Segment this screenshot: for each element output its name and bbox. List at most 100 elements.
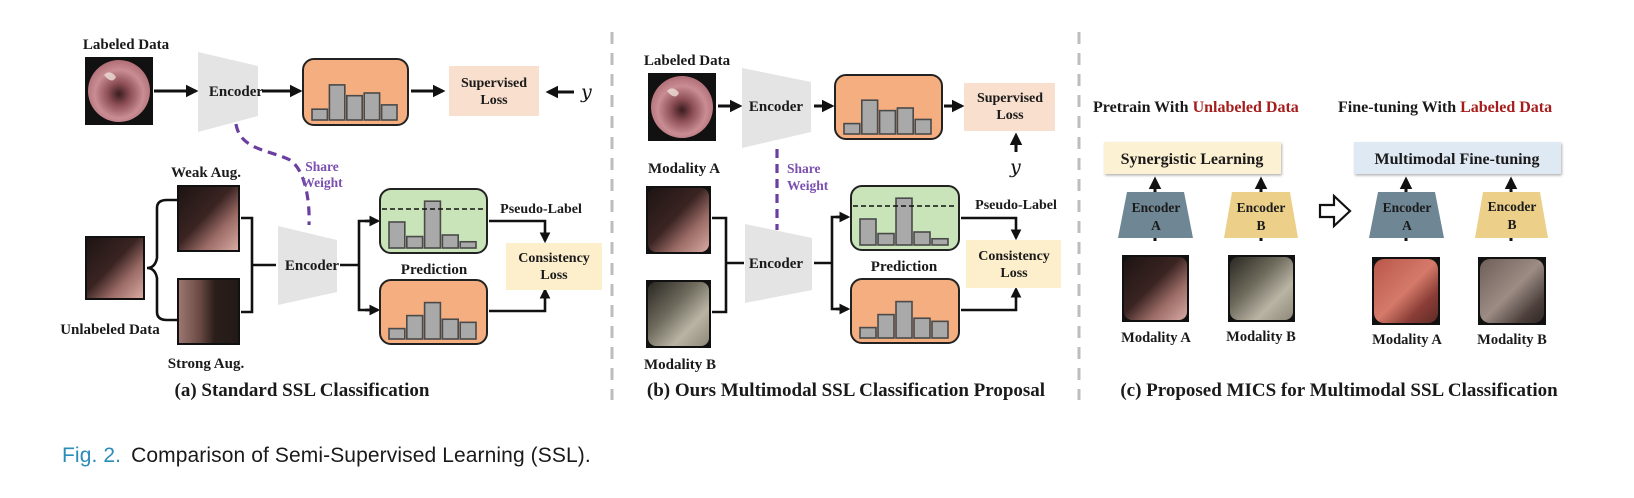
encoder-a-label: Encoder — [1132, 200, 1181, 215]
panel-b-caption: (b) Ours Multimodal SSL Classification P… — [647, 380, 1045, 401]
panel-c-caption: (c) Proposed MICS for Multimodal SSL Cla… — [1120, 380, 1558, 401]
finetune-highlight: Labeled Data — [1460, 99, 1552, 116]
supervised-loss-box — [449, 66, 539, 116]
prediction-label: Prediction — [401, 262, 468, 278]
multimodal-finetuning-label: Multimodal Fine-tuning — [1375, 151, 1540, 168]
modality-b-image — [648, 282, 709, 346]
histogram-bar — [441, 318, 459, 340]
strong-aug-label: Strong Aug. — [168, 356, 245, 372]
histogram-bar — [423, 200, 442, 249]
share-weight-label-2: Weight — [301, 175, 343, 190]
labeled-data-label: Labeled Data — [644, 53, 731, 69]
histogram-bar — [877, 313, 895, 339]
pseudo-label-histogram — [853, 197, 957, 246]
encoder-b-label: Encoder — [1488, 199, 1537, 214]
modality-b-image — [1230, 257, 1293, 320]
panel-a: Labeled Data Encoder Supervised Loss y S… — [60, 37, 602, 401]
consistency-loss-label-1: Consistency — [518, 251, 590, 266]
supervised-loss-box — [964, 83, 1055, 131]
share-weight-label-1: Share — [305, 159, 339, 174]
prediction-histogram — [388, 301, 477, 340]
supervised-loss-label-1: Supervised — [461, 76, 527, 91]
target-y-label: y — [580, 81, 592, 103]
histogram-bar — [895, 197, 913, 246]
encoder-top-label: Encoder — [209, 84, 264, 100]
encoder-top-shape — [198, 52, 258, 132]
modality-b-label: Modality B — [644, 357, 716, 373]
arrow-pred-to-consistency — [489, 287, 551, 313]
histogram-bar — [363, 92, 381, 121]
encoder-bottom-shape — [745, 224, 812, 303]
figure-caption-text: Comparison of Semi-Supervised Learning (… — [131, 444, 591, 467]
histogram-bar — [311, 108, 329, 121]
histogram-bar — [388, 327, 406, 340]
histogram-bar — [405, 314, 424, 340]
encoder-a-label: Encoder — [1383, 200, 1432, 215]
supervised-output-histogram — [311, 84, 398, 121]
finetune-prefix: Fine-tuning With — [1338, 99, 1460, 116]
modality-a-label: Modality A — [1121, 330, 1191, 346]
modality-a-image — [1124, 257, 1187, 320]
modality-b-image — [1480, 259, 1544, 323]
modality-b-label: Modality B — [1226, 329, 1296, 345]
encoder-top-label: Encoder — [749, 99, 804, 115]
encoder-bottom-label: Encoder — [749, 256, 804, 272]
histogram-bar — [877, 232, 895, 246]
histogram-bar — [843, 122, 861, 135]
figure-number: Fig. 2. — [62, 444, 122, 467]
histogram-bar — [459, 240, 477, 249]
encoder-split-lines — [340, 219, 372, 312]
modality-merge-lines — [712, 216, 744, 314]
histogram-bar — [388, 221, 406, 249]
encoder-b-letter: B — [1507, 217, 1516, 232]
histogram-bar — [859, 218, 877, 246]
labeled-endoscopy-image — [651, 76, 713, 138]
labeled-endoscopy-image — [88, 60, 150, 122]
histogram-bar — [405, 235, 424, 249]
arrow-pred-to-consistency — [961, 286, 1022, 312]
weak-aug-image — [179, 187, 238, 250]
consistency-loss-box — [966, 240, 1061, 288]
prediction-label: Prediction — [871, 259, 938, 275]
modality-a-label: Modality A — [1372, 332, 1442, 348]
encoder-b-letter: B — [1256, 218, 1265, 233]
histogram-bar — [441, 234, 459, 249]
histogram-bar — [345, 94, 363, 121]
encoder-bottom-shape — [278, 226, 337, 305]
modality-a-image — [648, 188, 709, 252]
share-weight-dashed-link — [234, 123, 311, 226]
encoder-a-letter: A — [1402, 218, 1412, 233]
encoder-a-letter: A — [1151, 218, 1161, 233]
consistency-loss-label-1: Consistency — [978, 249, 1050, 264]
consistency-loss-box — [506, 243, 602, 290]
histogram-bar — [913, 231, 931, 246]
histogram-bar — [459, 321, 477, 340]
histogram-bar — [859, 326, 877, 339]
unlabeled-data-label: Unlabeled Data — [60, 322, 160, 338]
supervised-loss-label-1: Supervised — [977, 91, 1043, 106]
encoder-a-shape — [1118, 192, 1193, 238]
supervised-loss-label-2: Loss — [480, 93, 508, 108]
encoder-a-shape — [1369, 192, 1444, 238]
histogram-bar — [896, 107, 915, 135]
histogram-bar — [931, 237, 949, 246]
strong-aug-image — [179, 280, 238, 343]
encoder-bottom-label: Encoder — [285, 258, 340, 274]
panel-c: Pretrain With Unlabeled Data Fine-tuning… — [1093, 99, 1561, 401]
histogram-bar — [913, 317, 931, 339]
modality-b-label: Modality B — [1477, 332, 1547, 348]
pseudo-label-label: Pseudo-Label — [975, 198, 1057, 213]
augmentation-brace — [146, 198, 177, 322]
synergistic-learning-box — [1104, 142, 1281, 174]
supervised-loss-label-2: Loss — [996, 108, 1024, 123]
histogram-bar — [895, 300, 913, 339]
weak-aug-label: Weak Aug. — [171, 165, 241, 181]
histogram-bar — [878, 109, 897, 135]
figure-caption: Fig. 2. Comparison of Semi-Supervised Lea… — [62, 444, 591, 468]
aug-merge-lines — [241, 216, 276, 314]
arrow-pseudo-to-consistency — [489, 219, 551, 244]
consistency-loss-label-2: Loss — [1000, 266, 1028, 281]
panel-b: Labeled Data Encoder Supervised Loss y S… — [644, 53, 1061, 401]
share-weight-label-1: Share — [787, 161, 821, 176]
